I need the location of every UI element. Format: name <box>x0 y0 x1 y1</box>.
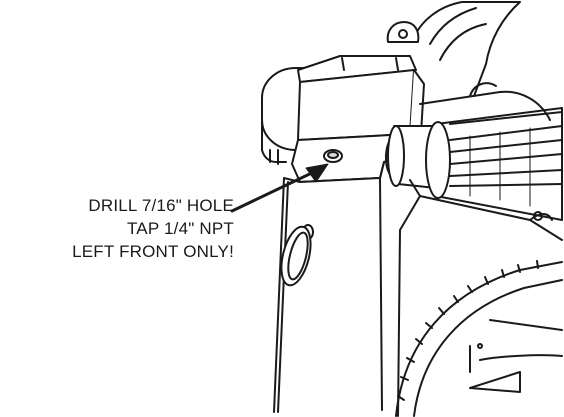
knurled-handle <box>425 107 563 221</box>
top-clevis <box>386 21 420 43</box>
vertical-arm <box>273 177 383 413</box>
top-rail-loop <box>411 1 521 97</box>
arrow-icon <box>230 163 329 213</box>
side-shaft <box>384 125 437 189</box>
callout-tap-text: TAP 1/4" NPT <box>126 219 234 238</box>
callout-location-text: LEFT FRONT ONLY! <box>72 242 234 261</box>
toothed-wheel <box>395 260 563 417</box>
snap-ring <box>280 225 312 287</box>
main-body <box>397 90 563 417</box>
callout-drill-text: DRILL 7/16" HOLE <box>88 196 234 215</box>
